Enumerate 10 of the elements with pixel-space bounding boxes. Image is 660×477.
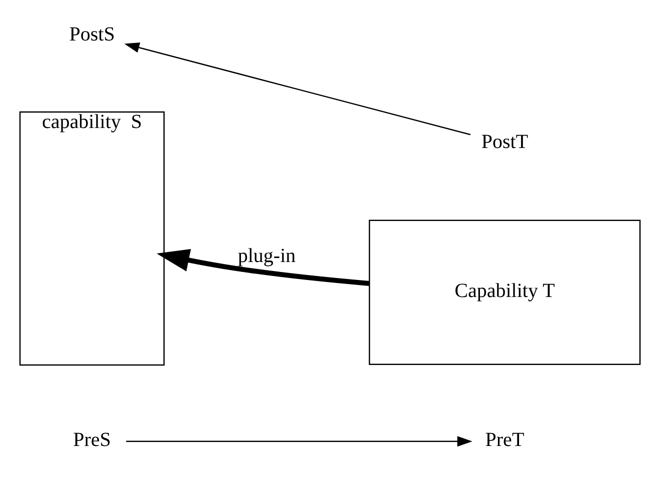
- arrow: [124, 42, 471, 136]
- node-box: capability S: [19, 111, 165, 366]
- node-box: Capability T: [368, 220, 641, 365]
- arrow: [156, 248, 370, 286]
- node-text: PostS: [69, 23, 115, 46]
- node-text: PreT: [485, 429, 524, 452]
- node-text: PreS: [73, 429, 111, 452]
- arrow: [126, 436, 472, 447]
- node-text: PostT: [481, 131, 528, 154]
- edge-label: plug-in: [238, 245, 296, 268]
